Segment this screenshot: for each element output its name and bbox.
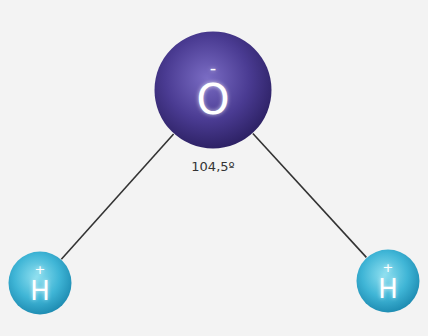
element-symbol: H xyxy=(378,276,398,302)
charge-sign: + xyxy=(383,261,394,274)
atom-fill xyxy=(357,250,420,313)
element-symbol: O xyxy=(196,79,229,121)
covalent-bond xyxy=(61,134,173,259)
charge-sign: + xyxy=(35,263,46,276)
oxygen-atom: -O xyxy=(154,31,272,149)
atom-fill xyxy=(155,32,272,149)
charge-sign: - xyxy=(210,59,217,77)
hydrogen-atom: +H xyxy=(356,249,420,313)
element-symbol: H xyxy=(30,278,50,304)
atom-fill xyxy=(9,252,72,315)
hydrogen-atom: +H xyxy=(8,251,72,315)
angle-label: 104,5º xyxy=(189,159,236,174)
covalent-bond xyxy=(253,134,367,258)
